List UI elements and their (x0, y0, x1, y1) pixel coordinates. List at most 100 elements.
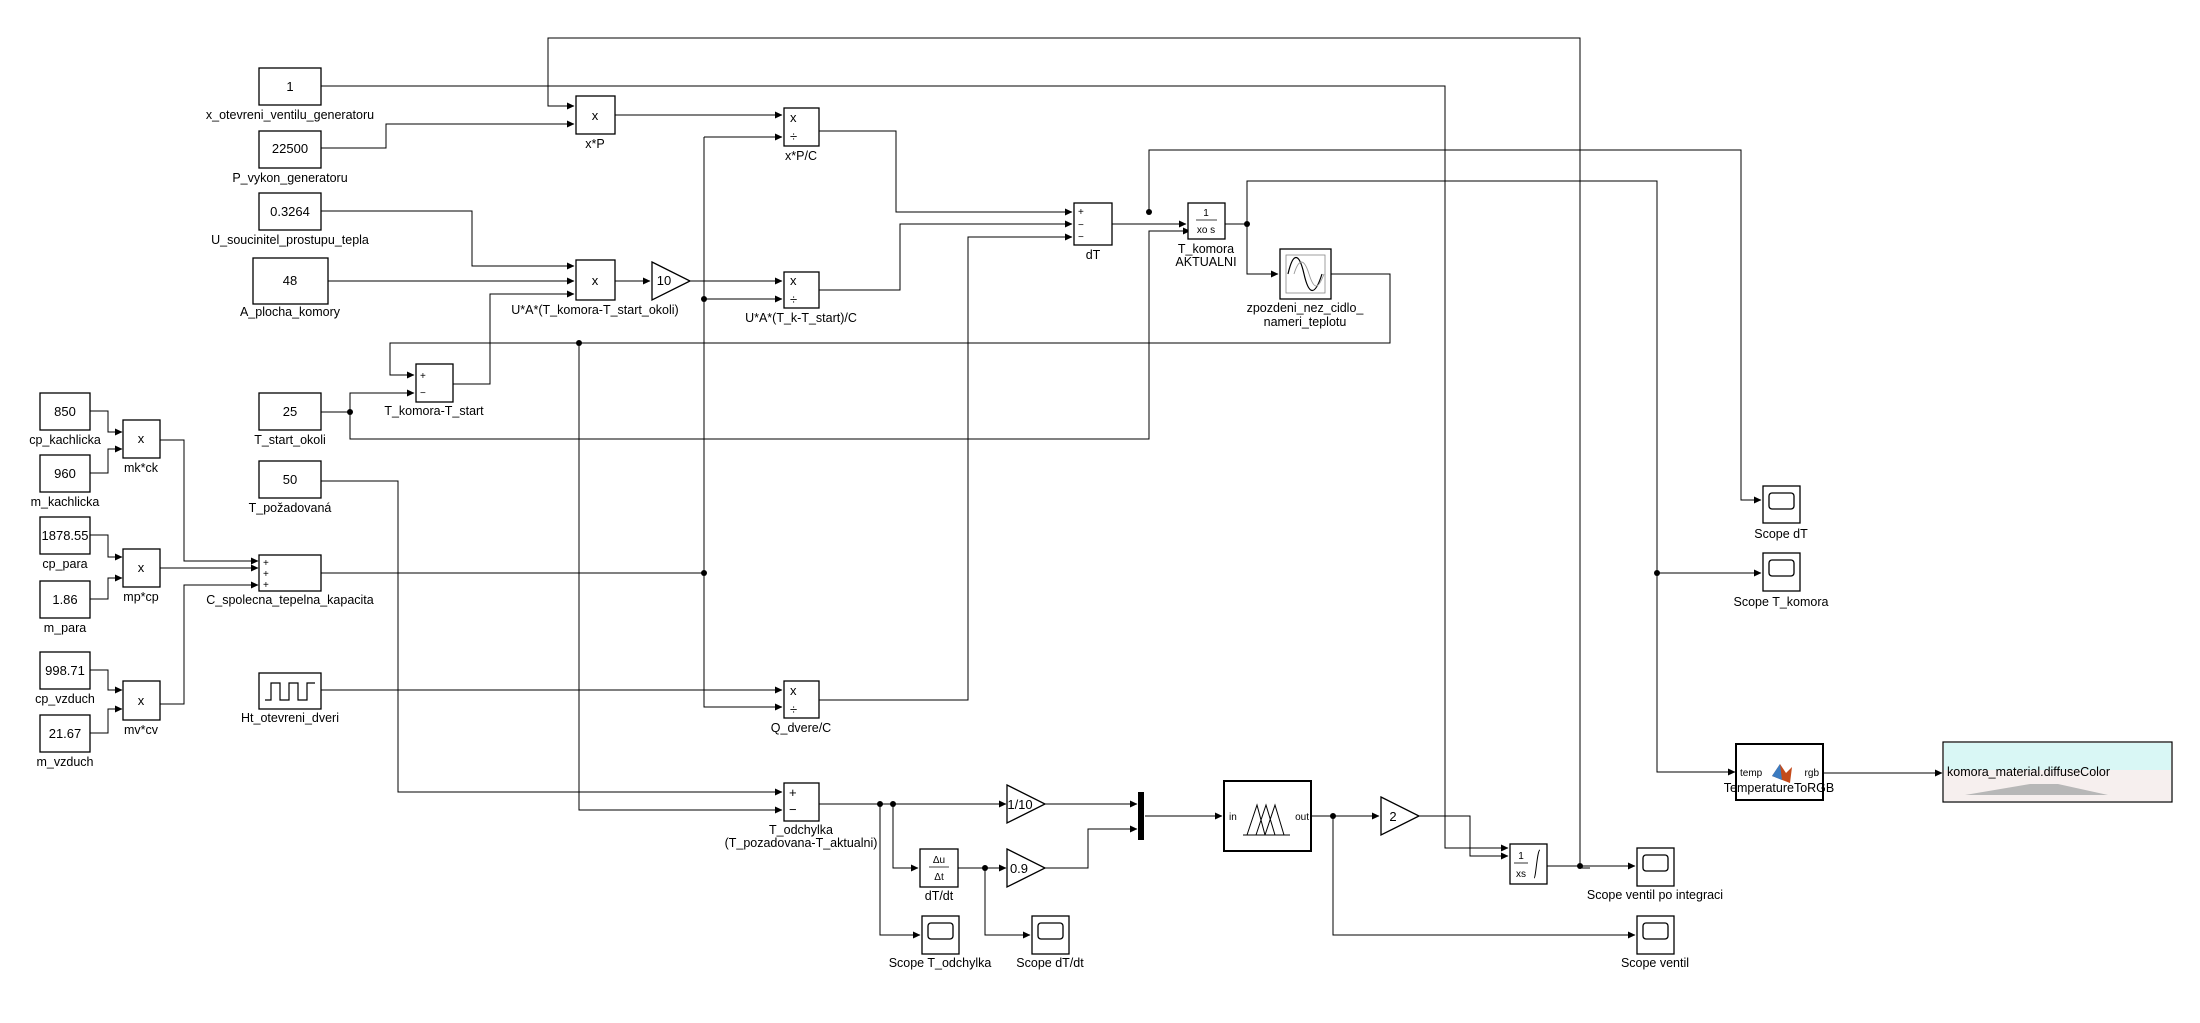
gain-0-9[interactable]: 0.9 (1006, 847, 1047, 889)
svg-text:U*A*(T_komora-T_start_okoli): U*A*(T_komora-T_start_okoli) (511, 303, 678, 317)
svg-text:Scope ventil: Scope ventil (1621, 956, 1689, 970)
svg-text:÷: ÷ (790, 129, 797, 144)
constant-cp-vzduch[interactable]: 998.71 cp_vzduch (35, 651, 95, 706)
svg-text:x: x (790, 110, 797, 125)
wire-x-otevreni-far (547, 37, 1590, 869)
svg-text:dT: dT (1086, 248, 1101, 262)
svg-text:Scope ventil po integraci: Scope ventil po integraci (1587, 888, 1723, 902)
constant-u-soucinitel[interactable]: 0.3264 U_soucinitel_prostupu_tepla (211, 192, 369, 247)
sum-dT[interactable]: + − − dT (1073, 202, 1113, 262)
svg-text:komora_material.diffuseColor: komora_material.diffuseColor (1947, 765, 2110, 779)
svg-text:10: 10 (657, 273, 671, 288)
svg-text:998.71: 998.71 (45, 663, 85, 678)
svg-text:xo s: xo s (1197, 225, 1215, 236)
svg-text:21.67: 21.67 (49, 726, 82, 741)
constant-m-vzduch[interactable]: 21.67 m_vzduch (37, 714, 94, 769)
svg-text:x*P: x*P (585, 137, 604, 151)
svg-text:25: 25 (283, 404, 297, 419)
svg-text:÷: ÷ (790, 702, 797, 717)
gain-10[interactable]: 10 (651, 260, 692, 302)
scope-t-odchylka[interactable]: Scope T_odchylka (889, 915, 992, 970)
svg-text:T_komora-T_start: T_komora-T_start (384, 404, 484, 418)
scope-ventil-po-integraci[interactable]: Scope ventil po integraci (1587, 847, 1723, 902)
temperature-to-rgb[interactable]: temp rgb TemperatureToRGB (1724, 743, 1834, 801)
svg-text:÷: ÷ (790, 292, 797, 307)
svg-text:1/10: 1/10 (1007, 797, 1032, 812)
svg-text:m_vzduch: m_vzduch (37, 755, 94, 769)
svg-text:T_komora: T_komora (1178, 242, 1234, 256)
svg-text:48: 48 (283, 273, 297, 288)
constant-cp-kachlicka[interactable]: 850 cp_kachlicka (29, 392, 101, 447)
derivative-dTdt[interactable]: Δu Δt dT/dt (919, 848, 959, 903)
matlab-logo-icon (1772, 764, 1792, 783)
scope-t-komora[interactable]: Scope T_komora (1734, 552, 1829, 609)
vr-sink-komora-material[interactable]: komora_material.diffuseColor (1942, 741, 2173, 803)
constant-m-kachlicka[interactable]: 960 m_kachlicka (31, 454, 100, 509)
svg-text:1878.55: 1878.55 (42, 528, 89, 543)
svg-text:m_para: m_para (44, 621, 86, 635)
pulse-ht-otevreni-dveri[interactable]: Ht_otevreni_dveri (241, 672, 339, 725)
svg-text:1: 1 (1203, 208, 1209, 219)
mux[interactable] (1138, 792, 1144, 840)
gain-1-10[interactable]: 1/10 (1006, 783, 1047, 825)
product-xP[interactable]: x x*P (575, 95, 616, 151)
sum-c-spolecna[interactable]: + + + C_spolecna_tepelna_kapacita (206, 554, 374, 607)
constant-p-vykon[interactable]: 22500 P_vykon_generatoru (232, 130, 348, 185)
svg-text:+: + (263, 558, 269, 569)
svg-text:T_start_okoli: T_start_okoli (254, 433, 326, 447)
svg-text:x: x (138, 560, 145, 575)
wire-x-otevreni (321, 85, 575, 110)
constant-t-start[interactable]: 25 T_start_okoli (254, 392, 326, 447)
constant-cp-para[interactable]: 1878.55 cp_para (39, 516, 91, 571)
sum-t-komora-t-start[interactable]: + − T_komora-T_start (384, 363, 484, 418)
svg-text:x: x (138, 431, 145, 446)
integrator-t-komora[interactable]: 1 xo s T_komora AKTUALNI (1175, 202, 1237, 269)
product-mkck[interactable]: x mk*ck (122, 419, 161, 475)
svg-text:xs: xs (1516, 869, 1526, 880)
svg-text:−: − (789, 802, 797, 817)
svg-text:mp*cp: mp*cp (123, 590, 158, 604)
svg-text:P_vykon_generatoru: P_vykon_generatoru (232, 171, 347, 185)
product-uat[interactable]: x U*A*(T_komora-T_start_okoli) (511, 259, 679, 317)
svg-text:nameri_teplotu: nameri_teplotu (1264, 315, 1347, 329)
svg-text:rgb: rgb (1805, 768, 1820, 779)
svg-text:A_plocha_komory: A_plocha_komory (240, 305, 341, 319)
svg-text:+: + (1078, 207, 1084, 218)
svg-text:zpozdeni_nez_cidlo_: zpozdeni_nez_cidlo_ (1247, 301, 1365, 315)
svg-text:(T_pozadovana-T_aktualni): (T_pozadovana-T_aktualni) (725, 836, 878, 850)
scope-dT[interactable]: Scope dT (1754, 485, 1808, 541)
constant-x-otevreni[interactable]: 1 x_otevreni_ventilu_generatoru (206, 67, 374, 122)
svg-text:dT/dt: dT/dt (925, 889, 954, 903)
svg-text:mv*cv: mv*cv (124, 723, 159, 737)
saturating-integrator[interactable]: 1 xs (1509, 843, 1548, 885)
svg-text:1: 1 (1518, 851, 1524, 862)
scope-dTdt[interactable]: Scope dT/dt (1016, 915, 1084, 970)
svg-text:U*A*(T_k-T_start)/C: U*A*(T_k-T_start)/C (745, 311, 857, 325)
divide-uatc[interactable]: x ÷ U*A*(T_k-T_start)/C (745, 271, 857, 325)
divide-q-dvere[interactable]: x ÷ Q_dvere/C (771, 680, 831, 735)
svg-text:in: in (1229, 812, 1237, 823)
svg-text:Scope dT/dt: Scope dT/dt (1016, 956, 1084, 970)
product-mpcp[interactable]: x mp*cp (122, 548, 161, 604)
svg-text:−: − (420, 388, 426, 399)
svg-text:AKTUALNI: AKTUALNI (1175, 255, 1236, 269)
divide-xPC[interactable]: x ÷ x*P/C (783, 107, 820, 163)
svg-text:x*P/C: x*P/C (785, 149, 817, 163)
scope-ventil[interactable]: Scope ventil (1621, 915, 1689, 970)
fuzzy-controller[interactable]: in out (1223, 780, 1312, 852)
transport-delay[interactable]: zpozdeni_nez_cidlo_ nameri_teplotu (1247, 248, 1365, 329)
svg-text:Scope T_odchylka: Scope T_odchylka (889, 956, 992, 970)
constant-t-pozadovana[interactable]: 50 T_požadovaná (249, 460, 332, 515)
svg-text:U_soucinitel_prostupu_tepla: U_soucinitel_prostupu_tepla (211, 233, 369, 247)
constant-m-para[interactable]: 1.86 m_para (39, 580, 91, 635)
svg-text:1.86: 1.86 (52, 592, 77, 607)
svg-text:+: + (420, 371, 426, 382)
product-mvcv[interactable]: x mv*cv (122, 680, 161, 737)
constant-a-plocha[interactable]: 48 A_plocha_komory (240, 257, 341, 319)
svg-text:22500: 22500 (272, 141, 308, 156)
svg-text:x: x (138, 693, 145, 708)
sum-t-odchylka[interactable]: + − T_odchylka (T_pozadovana-T_aktualni) (725, 782, 878, 850)
svg-text:0.9: 0.9 (1010, 861, 1028, 876)
gain-2[interactable]: 2 (1380, 795, 1421, 837)
